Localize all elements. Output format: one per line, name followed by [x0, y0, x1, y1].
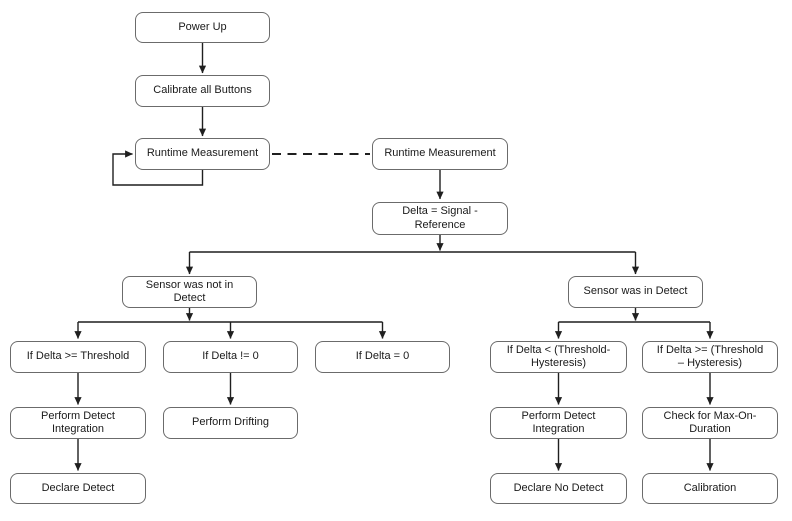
node-perform-detect-integration-left: Perform Detect Integration	[10, 407, 146, 439]
node-sensor-was-in-detect: Sensor was in Detect	[568, 276, 703, 308]
node-runtime-measurement-right: Runtime Measurement	[372, 138, 508, 170]
node-if-delta-ge-threshold-hysteresis: If Delta >= (Threshold – Hysteresis)	[642, 341, 778, 373]
node-runtime-measurement-left: Runtime Measurement	[135, 138, 270, 170]
node-declare-detect: Declare Detect	[10, 473, 146, 504]
node-if-delta-eq-zero: If Delta = 0	[315, 341, 450, 373]
edge-runtime-self-loop	[112, 150, 204, 186]
node-perform-drifting: Perform Drifting	[163, 407, 298, 439]
node-power-up: Power Up	[135, 12, 270, 43]
node-declare-no-detect: Declare No Detect	[490, 473, 627, 504]
node-perform-detect-integration-right: Perform Detect Integration	[490, 407, 627, 439]
node-if-delta-lt-threshold-hysteresis: If Delta < (Threshold- Hysteresis)	[490, 341, 627, 373]
node-check-for-max-on-duration: Check for Max-On- Duration	[642, 407, 778, 439]
node-if-delta-ge-threshold: If Delta >= Threshold	[10, 341, 146, 373]
node-delta-signal-reference: Delta = Signal - Reference	[372, 202, 508, 235]
node-if-delta-ne-zero: If Delta != 0	[163, 341, 298, 373]
node-calibration: Calibration	[642, 473, 778, 504]
node-sensor-was-not-in-detect: Sensor was not in Detect	[122, 276, 257, 308]
node-calibrate-all-buttons: Calibrate all Buttons	[135, 75, 270, 107]
